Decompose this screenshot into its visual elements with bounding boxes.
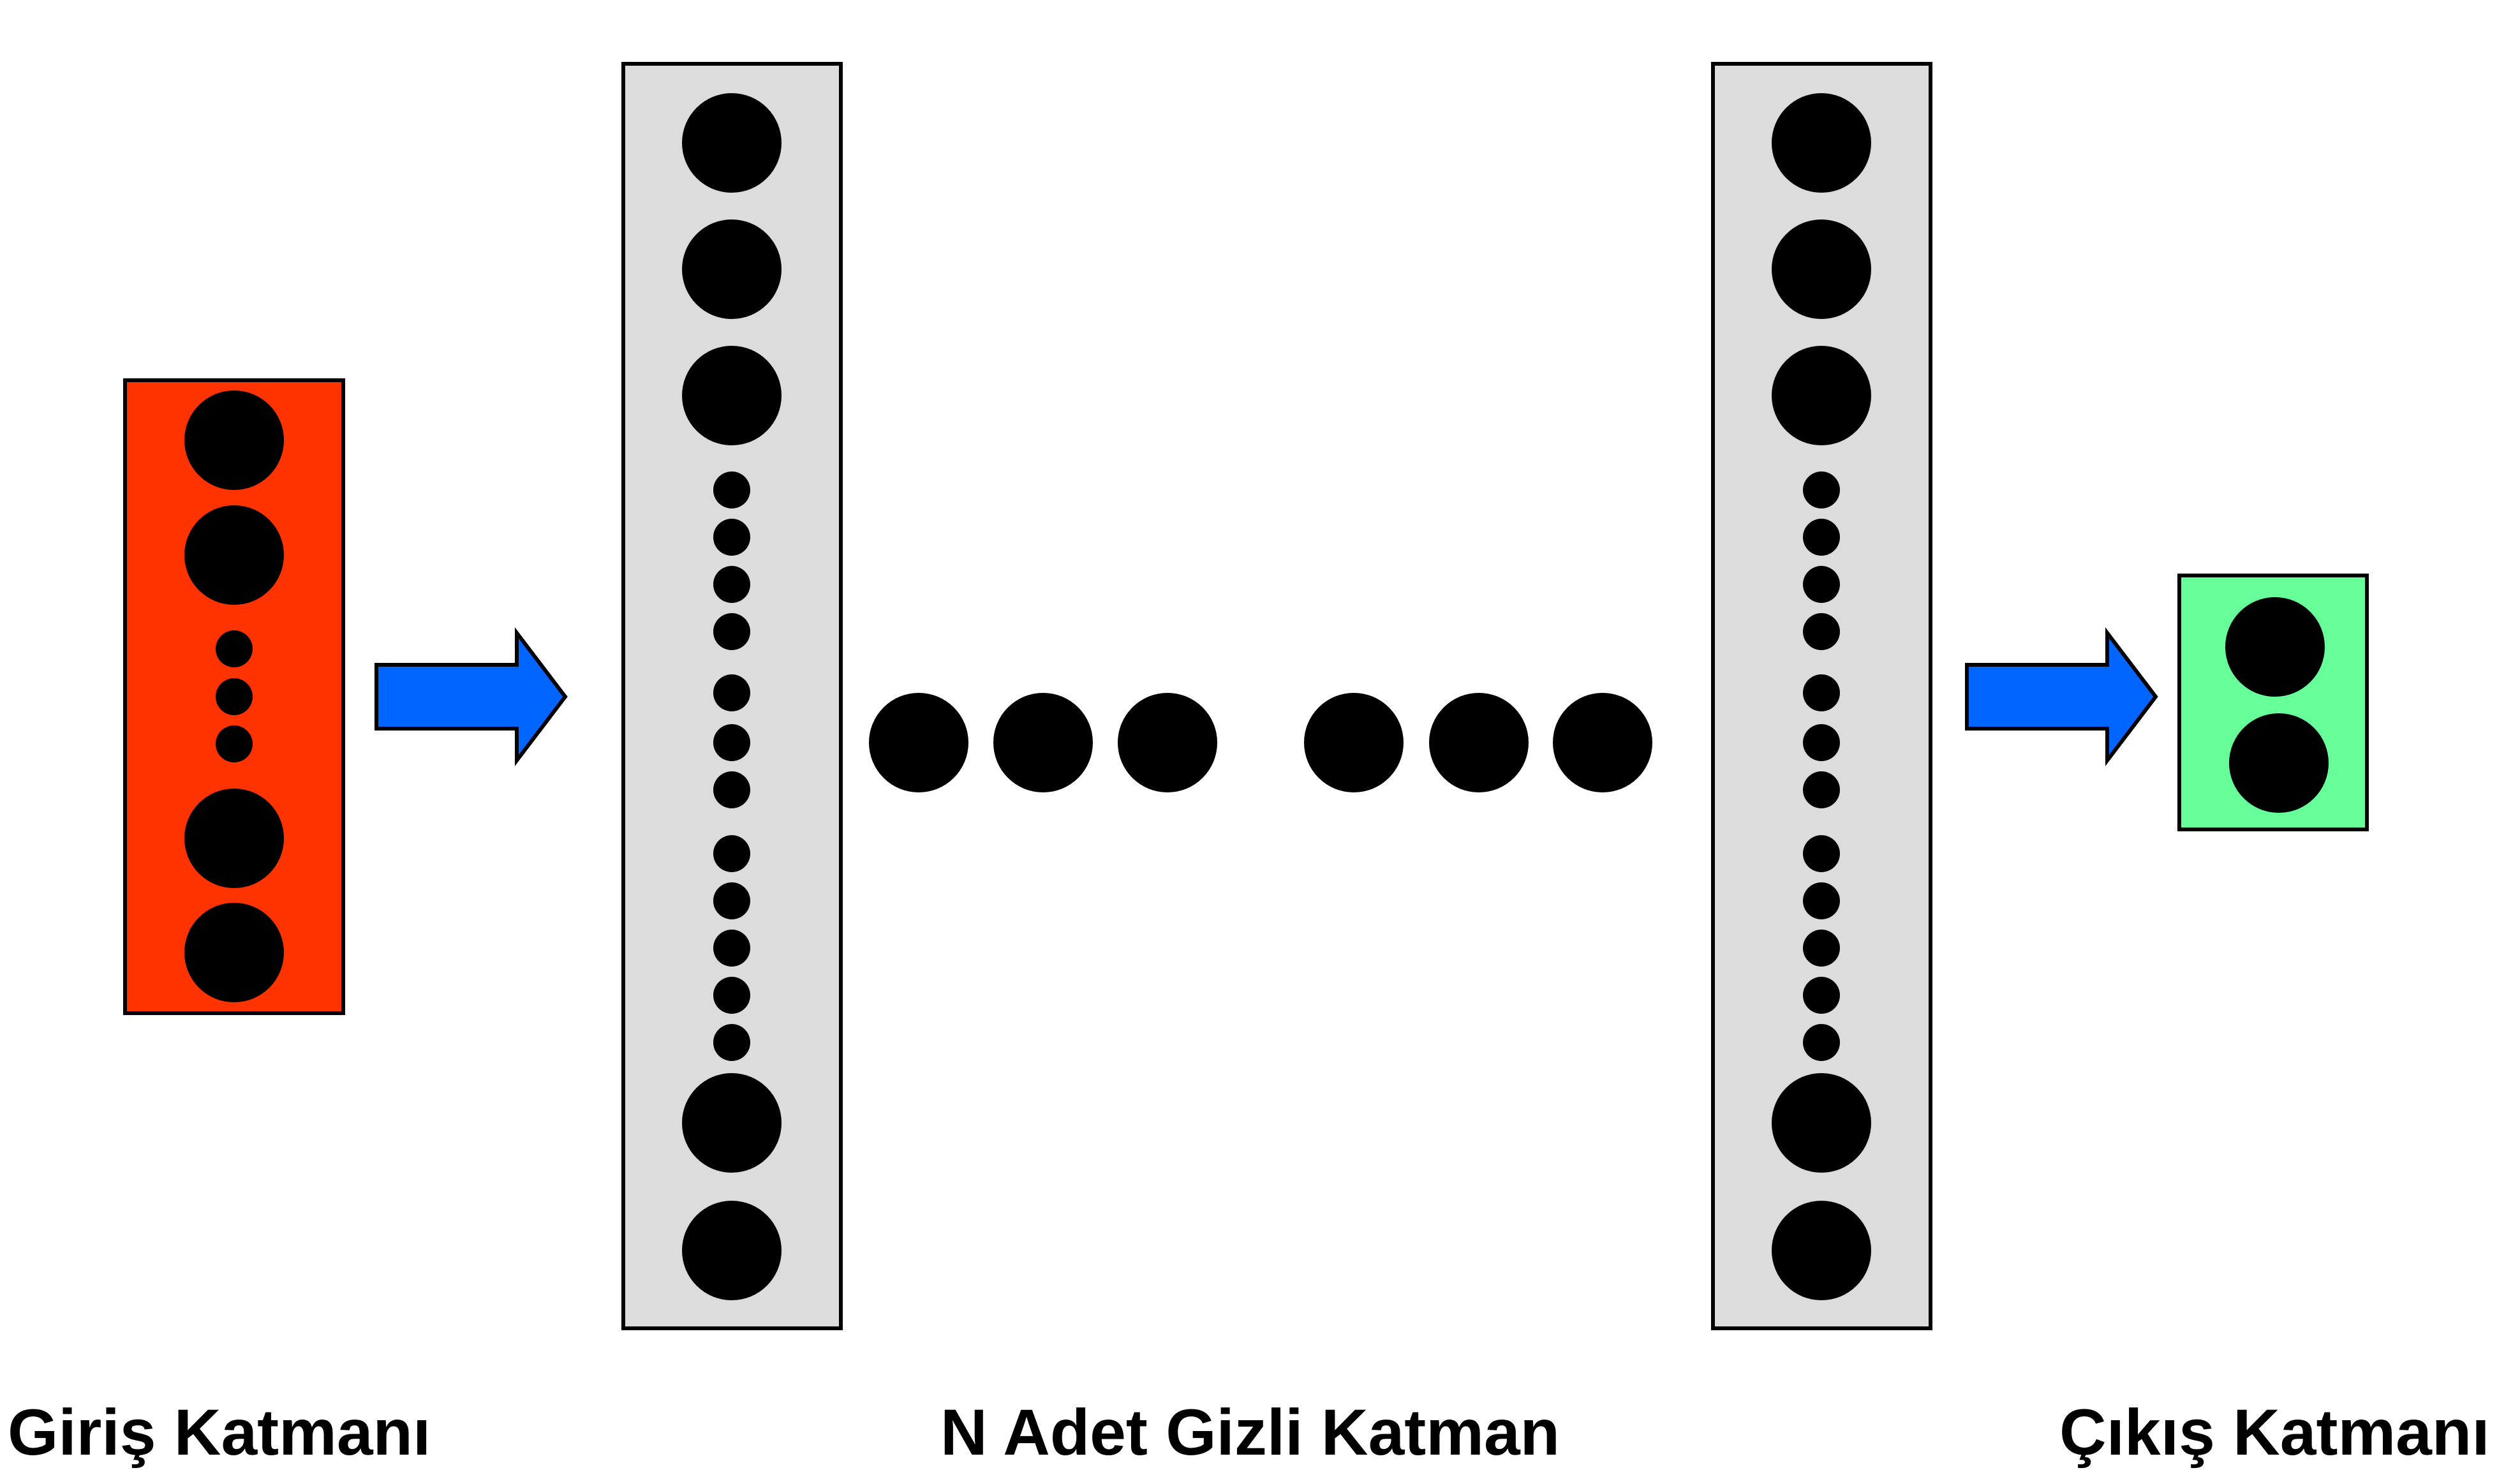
hidden-layer-first bbox=[621, 62, 843, 1330]
ellipsis-dot bbox=[1118, 693, 1217, 792]
ellipsis-dot bbox=[993, 693, 1093, 792]
input-node bbox=[184, 789, 284, 888]
hidden-ellipsis-dots bbox=[713, 471, 750, 1061]
ellipsis-dot bbox=[1304, 693, 1404, 792]
hidden-node bbox=[682, 219, 782, 319]
hidden-node bbox=[682, 93, 782, 193]
hidden-layers-label: N Adet Gizli Katman bbox=[940, 1396, 1560, 1469]
input-node bbox=[184, 505, 284, 605]
input-ellipsis-dot bbox=[216, 630, 253, 667]
arrow-input-to-hidden bbox=[374, 627, 568, 766]
input-layer bbox=[123, 378, 345, 1015]
ellipsis-dot bbox=[1553, 693, 1652, 792]
output-layer bbox=[2177, 574, 2369, 831]
input-node bbox=[184, 903, 284, 1002]
output-node bbox=[2225, 597, 2325, 697]
input-ellipsis-dot bbox=[216, 678, 253, 715]
input-layer-label: Giriş Katmanı bbox=[8, 1396, 431, 1469]
hidden-node bbox=[682, 346, 782, 445]
between-layers-ellipsis bbox=[869, 693, 1652, 792]
output-node bbox=[2229, 713, 2329, 813]
hidden-node bbox=[1772, 93, 1871, 193]
hidden-node bbox=[682, 1073, 782, 1173]
hidden-node bbox=[1772, 1201, 1871, 1300]
hidden-node bbox=[1772, 1073, 1871, 1173]
hidden-node bbox=[1772, 346, 1871, 445]
arrow-hidden-to-output bbox=[1965, 627, 2158, 766]
ellipsis-dot bbox=[1429, 693, 1529, 792]
input-node bbox=[184, 390, 284, 490]
hidden-node bbox=[682, 1201, 782, 1300]
hidden-ellipsis-dots bbox=[1803, 471, 1840, 1061]
ellipsis-dot bbox=[869, 693, 968, 792]
hidden-node bbox=[1772, 219, 1871, 319]
hidden-layer-last bbox=[1711, 62, 1932, 1330]
input-ellipsis-dot bbox=[216, 725, 253, 762]
output-layer-label: Çıkış Katmanı bbox=[2059, 1396, 2490, 1469]
